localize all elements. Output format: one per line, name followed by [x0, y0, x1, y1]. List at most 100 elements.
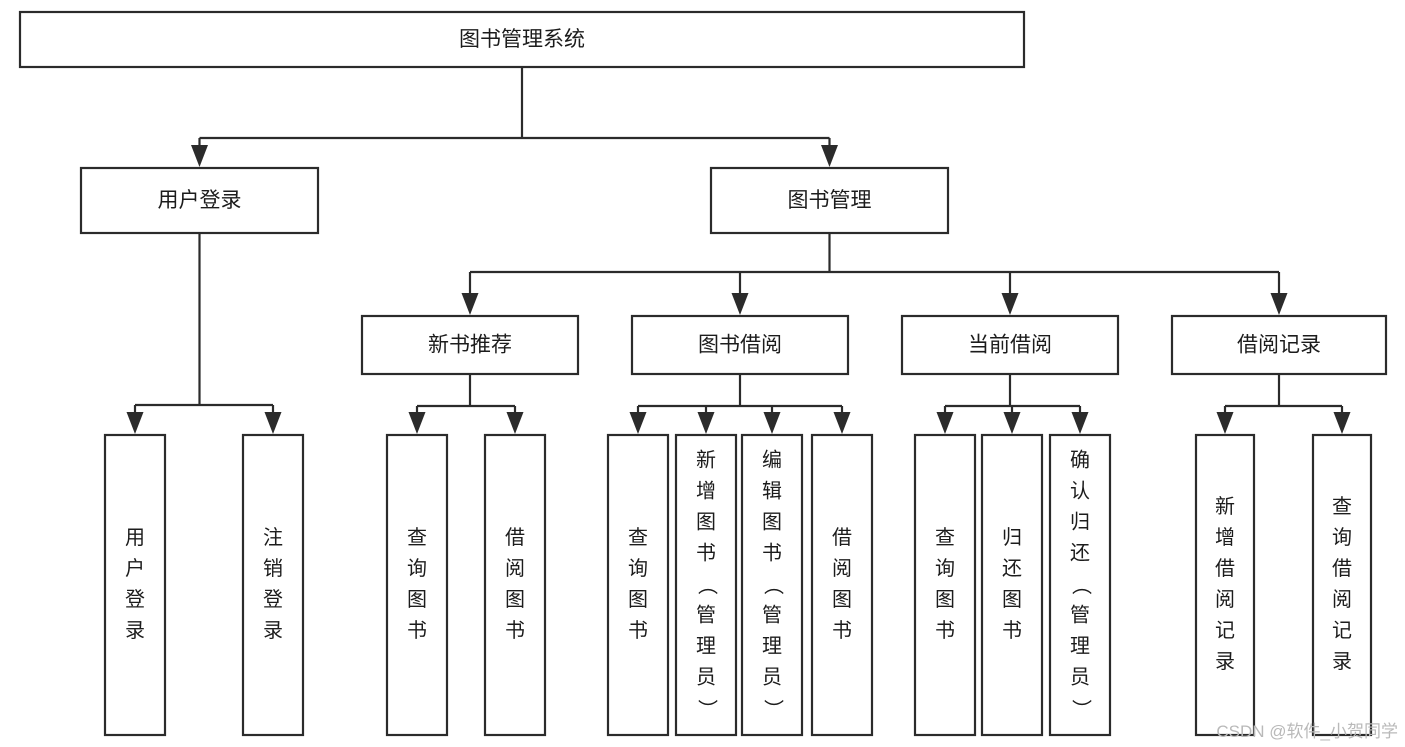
node-box [630, 314, 850, 376]
node-layer: 图书管理系统用户登录图书管理新书推荐图书借阅当前借阅借阅记录用户登录注销登录查询… [18, 10, 1388, 737]
node-label-char: 书 [505, 619, 525, 642]
node-label-char: 用 [125, 527, 145, 549]
arrow-head-l3_book_borrow [731, 293, 749, 315]
arrow-head-leaf_query_book_2 [629, 412, 647, 434]
node-label-char: 询 [628, 557, 648, 580]
node-label-char: 借 [832, 526, 852, 549]
node-label-char: 还 [1070, 541, 1090, 564]
node-box [18, 10, 1026, 69]
arrow-head-leaf_borrow_book_2 [833, 412, 851, 434]
node-label-char: （ [762, 575, 785, 595]
node-label-char: 增 [696, 479, 716, 502]
node-label-char: 还 [1002, 557, 1022, 580]
arrow-head-leaf_user_login [126, 412, 144, 434]
node-l3-borrow-record[interactable]: 借阅记录 [1170, 314, 1388, 376]
node-label-char: 阅 [1332, 588, 1352, 611]
node-box [1048, 433, 1112, 737]
node-label-char: 阅 [832, 557, 852, 580]
node-label-char: 书 [832, 619, 852, 642]
node-label-char: 理 [1070, 635, 1090, 657]
node-label-char: 归 [1002, 526, 1022, 549]
connector-layer [126, 67, 1351, 434]
node-label-char: 阅 [1215, 588, 1235, 611]
node-box [360, 314, 580, 376]
arrow-head-leaf_add_book [697, 412, 715, 434]
node-label-char: 询 [1332, 526, 1352, 549]
node-label-char: 借 [1215, 557, 1235, 580]
node-label-char: 查 [1332, 495, 1352, 518]
node-label-char: 书 [696, 541, 716, 564]
node-label-char: 录 [263, 620, 283, 642]
node-l3-new-book-rec[interactable]: 新书推荐 [360, 314, 580, 376]
node-box [740, 433, 804, 737]
node-label-char: 员 [696, 666, 716, 688]
node-box [483, 433, 547, 737]
node-box [1311, 433, 1373, 737]
arrow-head-leaf_edit_book [763, 412, 781, 434]
arrow-head-leaf_borrow_book_1 [506, 412, 524, 434]
node-box [241, 433, 305, 737]
node-label-char: 注 [263, 526, 283, 549]
node-label-char: 图 [696, 511, 716, 533]
node-root[interactable]: 图书管理系统 [18, 10, 1026, 69]
arrow-head-l2_book_manage [821, 145, 838, 167]
arrow-head-leaf_query_book_1 [408, 412, 426, 434]
node-label-char: 书 [628, 619, 648, 642]
node-box [674, 433, 738, 737]
node-box [385, 433, 449, 737]
node-label: 当前借阅 [968, 334, 1052, 357]
node-box [103, 433, 167, 737]
node-label-char: 登 [263, 588, 283, 611]
node-label-char: 图 [762, 511, 782, 533]
node-label-char: 理 [762, 635, 782, 657]
node-label-char: 图 [628, 589, 648, 611]
arrow-head-leaf_add_record [1216, 412, 1234, 434]
node-label-char: （ [696, 575, 719, 595]
node-l2-user-login[interactable]: 用户登录 [79, 166, 320, 235]
node-label-char: 书 [935, 619, 955, 642]
node-label-char: 阅 [505, 557, 525, 580]
arrow-head-l3_borrow_record [1270, 293, 1288, 315]
node-label: 借阅记录 [1237, 334, 1321, 357]
node-label-char: 员 [762, 666, 782, 688]
node-label-char: 录 [1332, 651, 1352, 673]
node-box [900, 314, 1120, 376]
node-label-char: 认 [1070, 479, 1090, 502]
node-label-char: 借 [1332, 557, 1352, 580]
node-l3-current-borrow[interactable]: 当前借阅 [900, 314, 1120, 376]
node-label-char: 理 [696, 635, 716, 657]
node-l2-book-manage[interactable]: 图书管理 [709, 166, 950, 235]
arrow-head-leaf_confirm_return [1071, 412, 1089, 434]
node-box [810, 433, 874, 737]
node-l3-book-borrow[interactable]: 图书借阅 [630, 314, 850, 376]
node-label-char: 管 [696, 603, 716, 626]
node-label-char: 管 [762, 603, 782, 626]
node-label-char: 户 [125, 557, 145, 580]
node-label-char: 编 [762, 448, 782, 471]
csdn-watermark: CSDN @软件_小贺同学 [1216, 722, 1398, 741]
arrow-head-l3_current_borrow [1001, 293, 1019, 315]
node-leaf-user-login[interactable]: 用户登录 [103, 433, 167, 737]
node-label-char: 录 [125, 620, 145, 642]
node-label-char: 登 [125, 588, 145, 611]
node-label-char: （ [1070, 575, 1093, 595]
node-label-char: 图 [935, 589, 955, 611]
node-label-char: 销 [263, 557, 283, 580]
node-box [709, 166, 950, 235]
node-box [79, 166, 320, 235]
node-label-char: ） [762, 699, 785, 719]
node-label-char: 查 [407, 526, 427, 549]
